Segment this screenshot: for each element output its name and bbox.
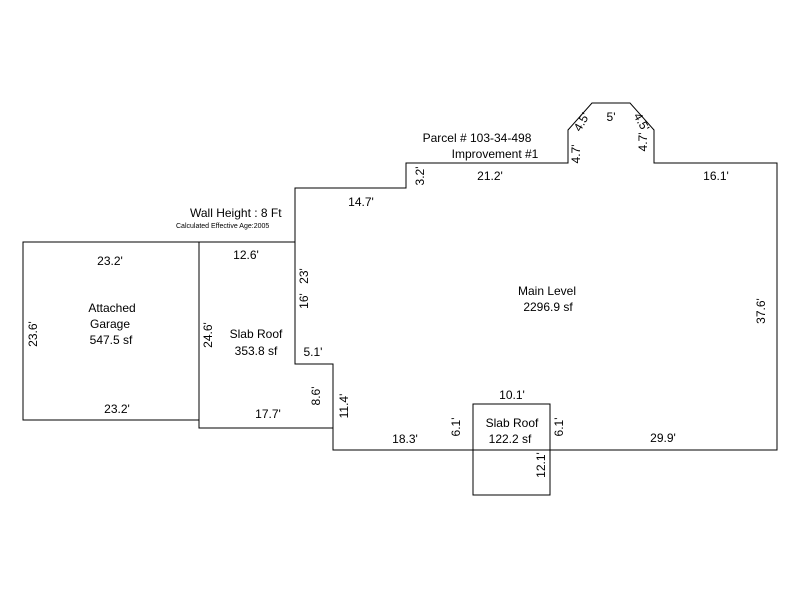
dim-slab1-bottom: 17.7' [255, 407, 281, 421]
main-level-outline [294, 102, 778, 451]
slab-roof-1-name: Slab Roof [230, 327, 283, 341]
garage-area: 547.5 sf [90, 333, 133, 347]
dim-main-bottom-right: 29.9' [650, 431, 676, 445]
dim-main-top-mid: 21.2' [477, 169, 503, 183]
garage-name-1: Attached [88, 301, 135, 315]
dim-bump-left: 6.1' [449, 418, 463, 437]
dim-garage-left: 23.6' [26, 321, 40, 347]
improvement-number: Improvement #1 [452, 147, 539, 161]
dim-garage-bottom: 23.2' [104, 402, 130, 416]
effective-age: Calculated Effective Age:2005 [176, 223, 269, 230]
dim-main-top-left: 14.7' [348, 195, 374, 209]
dim-main-top-right: 16.1' [703, 169, 729, 183]
slab-roof-2-area: 122.2 sf [489, 432, 532, 446]
dim-garage-top: 23.2' [97, 254, 123, 268]
dim-slab1-right-upper: 23' [297, 268, 311, 284]
dim-notch-right: 8.6' [309, 387, 323, 406]
dim-bump-depth: 12.1' [534, 452, 548, 478]
garage-outline [22, 241, 200, 421]
dim-bay-right: 4.7' [636, 133, 650, 152]
dim-slab1-top: 12.6' [233, 248, 259, 262]
dim-notch-top: 5.1' [304, 345, 323, 359]
dim-bump-right: 6.1' [552, 418, 566, 437]
dim-main-bottom-left: 18.3' [392, 432, 418, 446]
main-level-area: 2296.9 sf [523, 300, 573, 314]
wall-height: Wall Height : 8 Ft [190, 206, 282, 220]
slab-roof-2-outline [472, 403, 551, 496]
dim-slab1-left: 24.6' [201, 322, 215, 348]
slab-roof-1-area: 353.8 sf [235, 344, 278, 358]
dim-main-left-lower: 16' [297, 293, 311, 309]
dim-bay-diag-left: 4.5' [571, 110, 593, 133]
main-level-name: Main Level [518, 284, 576, 298]
dim-step-up: 3.2' [413, 167, 427, 186]
dim-bay-left: 4.7' [569, 145, 583, 164]
dim-main-right: 37.6' [754, 298, 768, 324]
dim-main-lower-left: 11.4' [337, 394, 351, 419]
dim-bump-top: 10.1' [499, 388, 525, 402]
parcel-number: Parcel # 103-34-498 [423, 131, 532, 145]
dim-bay-top: 5' [607, 110, 616, 124]
dim-bay-diag-right: 4.5' [631, 110, 653, 133]
garage-name-2: Garage [90, 317, 130, 331]
slab-roof-2-name: Slab Roof [486, 416, 539, 430]
